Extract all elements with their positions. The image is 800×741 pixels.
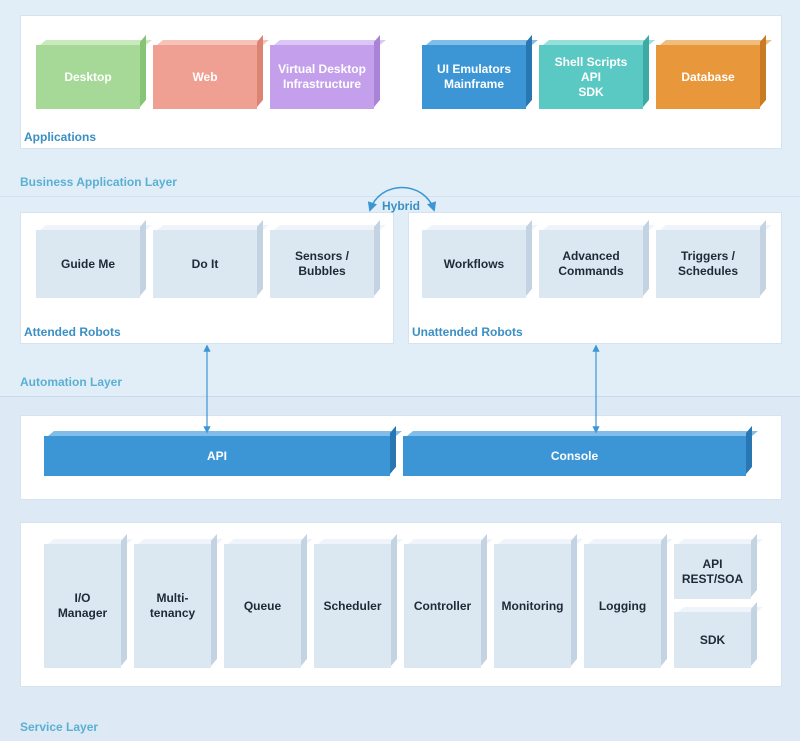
shell-scripts-label: Shell Scripts API SDK — [554, 54, 628, 99]
sensors-bubbles-label: Sensors / Bubbles — [294, 249, 350, 278]
controller-block: Controller — [404, 533, 493, 668]
business-layer-label: Business Application Layer — [20, 175, 177, 189]
monitoring-label: Monitoring — [501, 598, 564, 613]
console-bar-label: Console — [550, 448, 599, 463]
api-bar-label: API — [206, 448, 227, 463]
sdk-block: SDK — [674, 601, 763, 668]
unattended-robots-label: Unattended Robots — [412, 325, 523, 339]
api-rest-soa-label: API REST/SOA — [681, 556, 744, 586]
logging-block: Logging — [584, 533, 673, 668]
workflows-label: Workflows — [443, 256, 505, 271]
applications-label: Applications — [24, 130, 97, 144]
vdi-block: Virtual Desktop Infrastructure — [270, 34, 386, 109]
attended-robots-label: Attended Robots — [24, 325, 121, 339]
queue-label: Queue — [243, 598, 282, 613]
do-it-label: Do It — [191, 256, 219, 271]
queue-block: Queue — [224, 533, 313, 668]
io-manager-block: I/O Manager — [44, 533, 133, 668]
applications-panel — [20, 15, 782, 149]
guide-me-block: Guide Me — [36, 219, 152, 298]
service-layer-label: Service Layer — [20, 720, 99, 734]
advanced-commands-block: Advanced Commands — [539, 219, 655, 298]
console-bar: Console — [403, 425, 758, 476]
scheduler-label: Scheduler — [323, 598, 382, 613]
database-block: Database — [656, 34, 772, 109]
io-manager-label: I/O Manager — [57, 591, 108, 620]
automation-layer-label: Automation Layer — [20, 375, 123, 389]
sensors-bubbles-block: Sensors / Bubbles — [270, 219, 386, 298]
multi-tenancy-block: Multi- tenancy — [134, 533, 223, 668]
sdk-label: SDK — [699, 632, 726, 647]
guide-me-label: Guide Me — [60, 256, 115, 271]
hybrid-label: Hybrid — [382, 199, 421, 213]
scheduler-block: Scheduler — [314, 533, 403, 668]
api-rest-soa-block: API REST/SOA — [674, 533, 763, 599]
ui-emulators-label: UI Emulators Mainframe — [436, 62, 511, 91]
desktop-block: Desktop — [36, 34, 152, 109]
do-it-block: Do It — [153, 219, 269, 298]
monitoring-block: Monitoring — [494, 533, 583, 668]
advanced-commands-label: Advanced Commands — [558, 249, 624, 278]
desktop-label: Desktop — [64, 69, 112, 84]
workflows-block: Workflows — [422, 219, 538, 298]
logging-label: Logging — [598, 598, 647, 613]
api-bar: API — [44, 425, 402, 476]
web-block: Web — [153, 34, 269, 109]
triggers-schedules-label: Triggers / Schedules — [677, 249, 739, 278]
shell-scripts-block: Shell Scripts API SDK — [539, 34, 655, 109]
database-label: Database — [681, 69, 735, 84]
vdi-label: Virtual Desktop Infrastructure — [278, 62, 366, 91]
ui-emulators-block: UI Emulators Mainframe — [422, 34, 538, 109]
multi-tenancy-label: Multi- tenancy — [149, 591, 196, 620]
triggers-schedules-block: Triggers / Schedules — [656, 219, 772, 298]
web-label: Web — [192, 69, 218, 84]
controller-label: Controller — [413, 598, 472, 613]
